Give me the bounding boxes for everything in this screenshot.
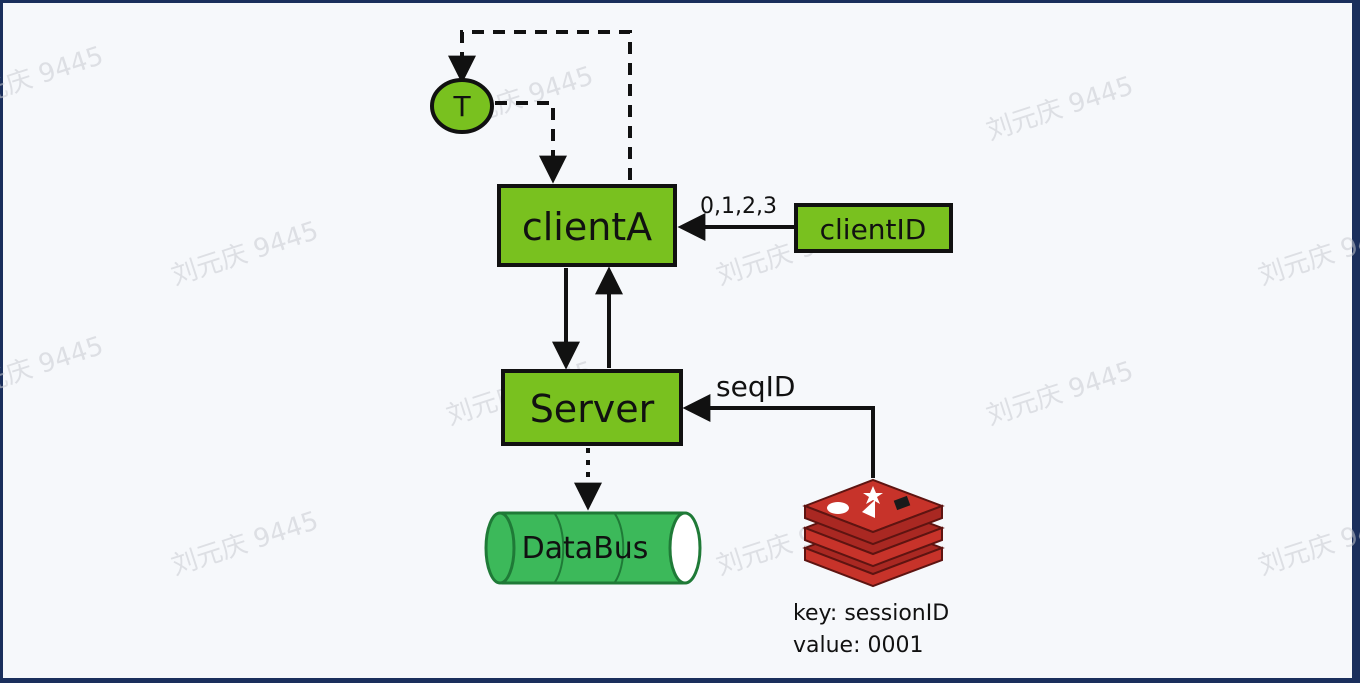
redis-stack-icon [802, 478, 945, 588]
client-id-label: clientID [820, 213, 927, 246]
databus-node[interactable]: DataBus [484, 511, 702, 585]
timer-label: T [452, 90, 471, 123]
timer-node[interactable]: T [430, 78, 494, 134]
store-key-text: key: sessionID [793, 601, 949, 626]
timer-to-client-edge [495, 101, 567, 184]
server-node[interactable]: Server [501, 369, 683, 446]
store-value-text: value: 0001 [793, 633, 924, 658]
store-to-server-edge [682, 394, 875, 478]
client-label: clientA [522, 205, 652, 249]
client-id-node[interactable]: clientID [794, 203, 953, 253]
ids-edge-label: 0,1,2,3 [700, 194, 777, 219]
seq-edge-label: seqID [716, 370, 795, 403]
databus-label: DataBus [522, 531, 649, 566]
client-node[interactable]: clientA [497, 184, 677, 267]
server-label: Server [530, 387, 655, 431]
timer-loop-edge [448, 30, 632, 180]
